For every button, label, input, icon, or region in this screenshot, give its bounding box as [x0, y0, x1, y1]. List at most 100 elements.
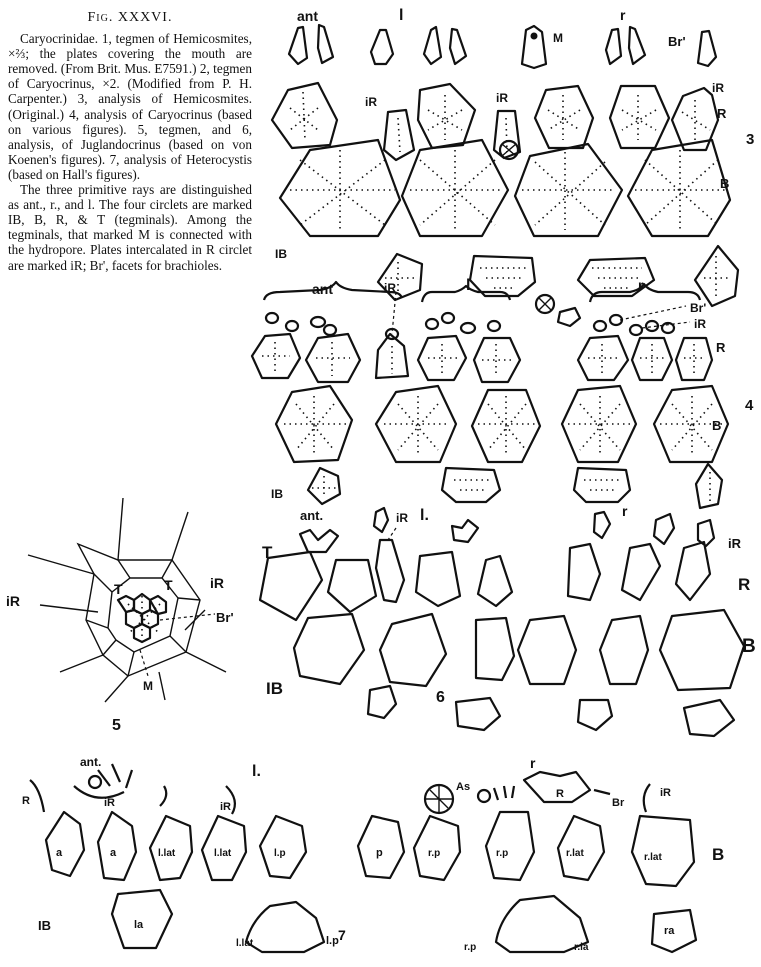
- fig6-T-label: T: [262, 543, 273, 562]
- fig7-plate-label: r.lat: [566, 848, 584, 859]
- fig7-plate-label: l.lat: [214, 848, 232, 859]
- fig3-IB-plate: [695, 246, 738, 306]
- fig7-plate-label: a: [56, 847, 63, 859]
- fig6-B-label: B: [742, 636, 756, 657]
- fig4-IB-plate: [696, 464, 722, 508]
- fig4-IB-label: IB: [271, 487, 283, 501]
- fig7-R-center-label: R: [556, 788, 564, 800]
- fig4-IB-plate: [442, 468, 500, 502]
- fig3-tegmen-plate: [606, 29, 621, 64]
- fig6-iR-right-label: iR: [728, 536, 742, 551]
- fig6-ray-r-label: r: [622, 503, 628, 519]
- fig4-IB-plate: [574, 468, 630, 502]
- fig4-hydropore-plate: [558, 308, 580, 326]
- fig3-R-plate: [610, 86, 669, 148]
- fig4-R-plate: [578, 336, 628, 380]
- fig7-As-label: As: [456, 781, 470, 793]
- fig4-B-plate: [562, 386, 636, 462]
- fig4-Br-label: Br': [690, 301, 706, 315]
- fig4-ray-l-label: l: [466, 277, 470, 294]
- fig3-tegmen-plate: [318, 25, 333, 63]
- fig7-number: 7: [338, 927, 346, 943]
- fig7-plate-label: r.p: [428, 848, 440, 859]
- fig6-iR-top-label: iR: [396, 511, 408, 525]
- fig3-IB-label: IB: [275, 247, 287, 261]
- fig4-R-label: R: [716, 340, 726, 355]
- fig3-iR-left-label: iR: [365, 95, 377, 109]
- fig3-R-plate: [535, 86, 593, 148]
- fig3-tegmen-plate: [371, 30, 393, 64]
- fig5-tegmen-juglandocrinus: iR iR T T Br' M 5: [6, 498, 234, 734]
- fig7-plate-label: l.lat: [236, 938, 254, 949]
- fig4-R-plate: [474, 338, 520, 382]
- fig6-ray-l-label: l.: [420, 507, 429, 524]
- fig7-plate-label: r.p: [464, 942, 476, 953]
- fig4-R-plate: [252, 334, 300, 378]
- fig5-iR-right-label: iR: [210, 575, 224, 591]
- fig3-M-label: M: [553, 31, 563, 45]
- fig7-ray-ant-label: ant.: [80, 755, 101, 769]
- fig3-IB-plate: [470, 256, 535, 296]
- fig7-iR-a-label: iR: [104, 797, 115, 809]
- fig7-ray-l-label: l.: [252, 763, 261, 780]
- fig3-ray-l-label: l: [399, 7, 403, 24]
- fig5-Br-label: Br': [216, 610, 234, 625]
- fig3-B-plate: [628, 140, 730, 236]
- fig4-analysis-caryocrinus: ant iR l r Br' iR R B IB 4: [252, 277, 754, 508]
- fig7-plate-label: l.p: [326, 935, 339, 947]
- fig4-B-plate: [376, 386, 456, 462]
- fig7-plate-label: l.lat: [158, 848, 176, 859]
- fig6-ray-ant-label: ant.: [300, 508, 323, 523]
- fig4-iR-plate: [376, 334, 408, 378]
- fig3-tegmen-plate: [629, 27, 645, 64]
- fig6-analysis-juglandocrinus: ant. l. iR r T iR R B IB 6: [260, 503, 756, 736]
- fig4-B-label: B: [712, 418, 721, 433]
- fig7-plate-label: r.p: [496, 848, 508, 859]
- fig7-B-label: B: [712, 845, 724, 864]
- fig4-IB-plate: [308, 468, 340, 504]
- fig3-analysis-hemicosmites: ant l M r Br' iR iR iR R B IB 3: [272, 7, 754, 306]
- fig5-number: 5: [112, 717, 121, 734]
- fig3-B-label: B: [720, 176, 729, 191]
- fig3-tegmen-plate: [698, 31, 716, 66]
- fig7-iR-b-label: iR: [220, 801, 231, 813]
- fig3-iR-right-label: iR: [712, 81, 724, 95]
- fig7-plate-label: l.p: [274, 848, 286, 859]
- fig7-plate-label: la: [134, 919, 144, 931]
- fig5-iR-left-label: iR: [6, 593, 20, 609]
- fig3-tegmen-plate: [424, 27, 441, 64]
- fig4-R-plate: [418, 336, 466, 380]
- fig4-ray-ant-label: ant: [312, 281, 333, 297]
- fig4-number: 4: [745, 397, 754, 414]
- fig3-ray-r-label: r: [620, 7, 626, 23]
- fig3-tegmen-plate: [450, 29, 466, 64]
- fig3-ray-ant-label: ant: [297, 8, 318, 24]
- fig3-tegmen-plate: [289, 27, 307, 64]
- fig6-number: 6: [436, 689, 445, 706]
- fig5-T-left-label: T: [114, 581, 123, 597]
- fig7-plate-label: p: [376, 847, 383, 859]
- fig3-Br-label: Br': [668, 34, 686, 49]
- fig4-iR-top-label: iR: [384, 281, 396, 295]
- fig6-IB-label: IB: [266, 679, 283, 698]
- fig7-R-left-label: R: [22, 795, 30, 807]
- fig7-plate-label: r.la: [574, 942, 589, 953]
- fig7-plate-label: a: [110, 847, 117, 859]
- fig7-plate-label: ra: [664, 925, 675, 937]
- fig3-tegmen-plate-M: [522, 26, 546, 68]
- fig4-ray-r-label: r: [638, 277, 644, 293]
- fig7-Br-label: Br: [612, 797, 625, 809]
- fig3-R-plate: [272, 83, 337, 148]
- fig3-R-plate: [418, 84, 475, 148]
- fig5-M-label: M: [143, 679, 153, 693]
- fig6-R-label: R: [738, 575, 750, 594]
- fig3-iR-mid-label: iR: [496, 91, 508, 105]
- fig7-iR-c-label: iR: [660, 787, 671, 799]
- fig5-T-right-label: T: [164, 577, 173, 593]
- fig7-plate-label: r.lat: [644, 852, 662, 863]
- fig7-analysis-heterocystis: ant. l. r R iR iR As R Br iR B IB 7 a a …: [22, 755, 724, 953]
- fig3-number: 3: [746, 131, 754, 148]
- fig3-R-label: R: [717, 106, 727, 121]
- fig3-hydropore-dot: [531, 33, 538, 40]
